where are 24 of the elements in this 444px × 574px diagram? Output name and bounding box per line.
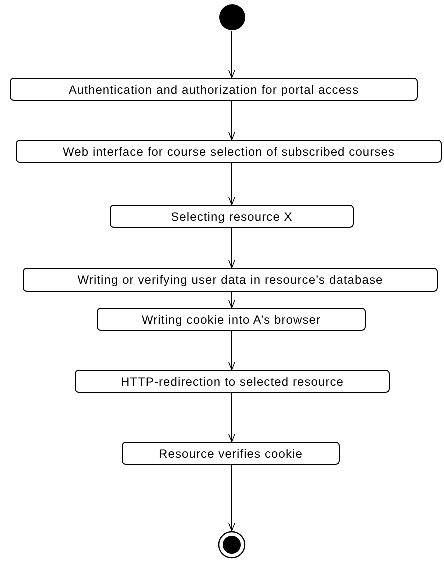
action-label: Writing cookie into A’s browser <box>142 312 322 326</box>
action-label: Resource verifies cookie <box>159 446 303 460</box>
action-label: Authentication and authorization for portal access <box>68 82 360 96</box>
action-label: Writing or verifying user data in resource’s database <box>78 273 384 287</box>
action-box <box>23 268 438 292</box>
initial-node <box>219 4 246 31</box>
arrow <box>228 100 236 140</box>
arrow <box>228 30 236 78</box>
action-box <box>110 205 354 228</box>
action-box <box>16 140 442 163</box>
action-label: Web interface for course selection of subscribed courses <box>62 144 396 158</box>
arrow <box>228 162 236 206</box>
arrow <box>228 464 236 532</box>
final-node <box>218 531 246 559</box>
action-box <box>75 370 390 393</box>
arrow <box>228 292 236 308</box>
action-label: Selecting resource X <box>171 210 293 224</box>
arrow <box>228 228 236 268</box>
action-box <box>97 308 366 331</box>
arrow <box>228 330 236 370</box>
arrow <box>228 392 236 442</box>
action-label: HTTP-redirection to selected resource <box>120 374 344 388</box>
action-box <box>122 442 340 465</box>
action-box <box>10 78 418 101</box>
